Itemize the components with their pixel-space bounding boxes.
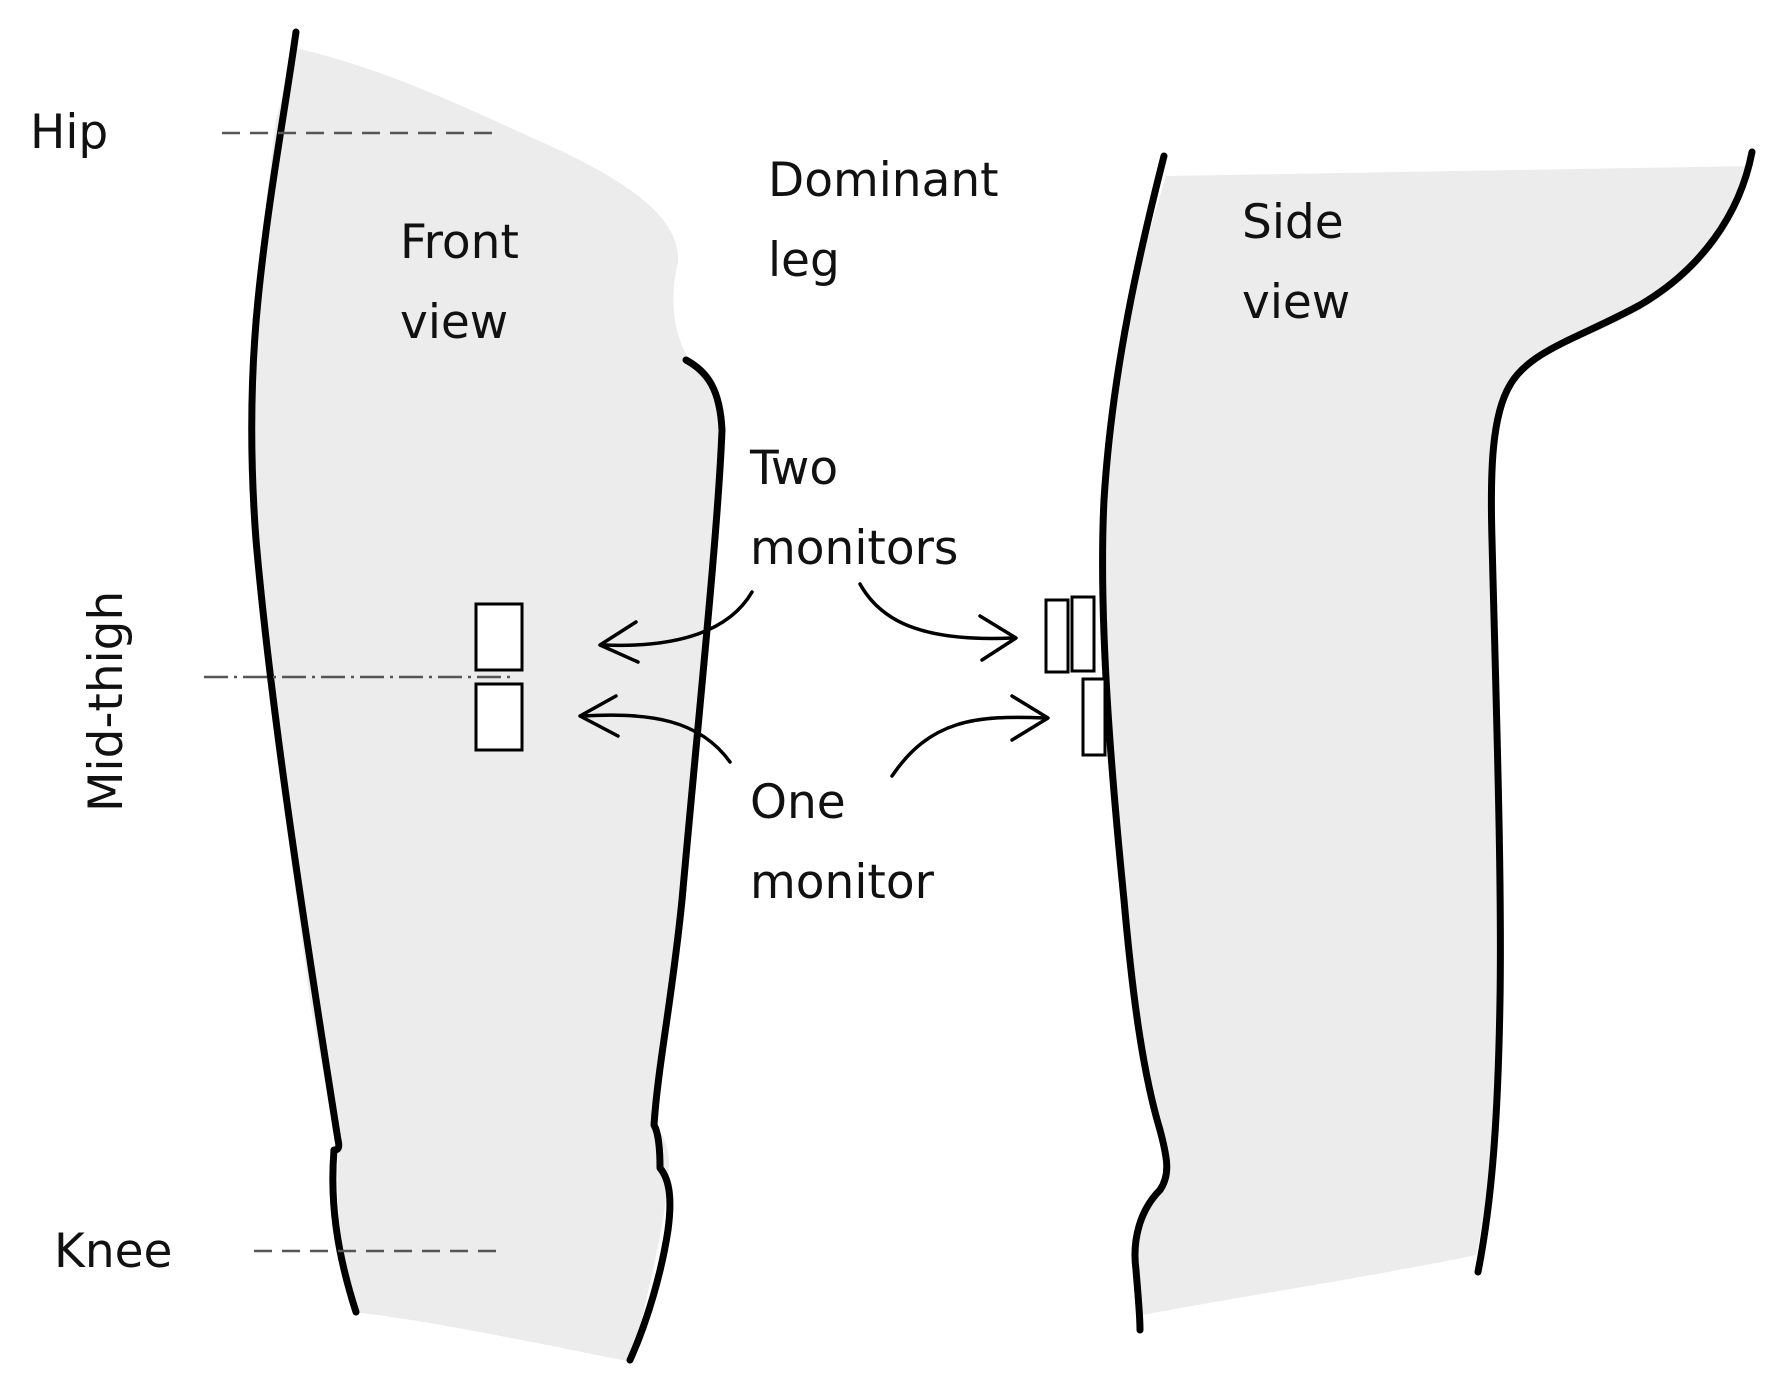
arrow-one-to-side: [890, 715, 1047, 778]
arrow-two-to-front-head: [598, 620, 640, 664]
front-view-inner-contour: [626, 356, 726, 1364]
arrow-two-to-side: [858, 582, 1014, 641]
arrow-one-to-side-head: [1010, 694, 1050, 742]
front-view-label-line1: Front: [400, 215, 519, 270]
mid-thigh-label: Mid-thigh: [79, 591, 134, 812]
one-monitor-label-line1: One: [750, 775, 846, 830]
hip-label: Hip: [30, 105, 108, 160]
side-monitor-two-b: [1070, 595, 1096, 673]
front-monitor-bottom: [474, 682, 524, 752]
dominant-leg-label-line2: leg: [768, 233, 840, 288]
arrow-one-to-front-head: [578, 694, 620, 738]
arrow-two-to-side-head: [978, 614, 1018, 662]
arrow-one-to-front: [582, 713, 732, 764]
knee-label: Knee: [54, 1224, 172, 1279]
front-view-label-line2: view: [400, 295, 508, 350]
front-view-outer-contour: [248, 28, 360, 1316]
side-view-label-line2: view: [1242, 275, 1350, 330]
two-monitors-label-line1: Two: [749, 441, 838, 496]
side-monitor-two-a: [1044, 598, 1070, 674]
one-monitor-label-line2: monitor: [750, 855, 935, 910]
side-view-label-line1: Side: [1242, 195, 1344, 250]
arrow-two-to-front: [602, 590, 754, 648]
side-view-leg-shading: [1104, 166, 1752, 1315]
side-view-front-contour: [1099, 152, 1171, 1334]
side-view-back-contour: [1474, 148, 1756, 1276]
dominant-leg-label-line1: Dominant: [768, 153, 999, 208]
two-monitors-label-line2: monitors: [750, 521, 958, 576]
side-monitor-one: [1081, 677, 1107, 757]
front-monitor-top: [474, 602, 524, 672]
